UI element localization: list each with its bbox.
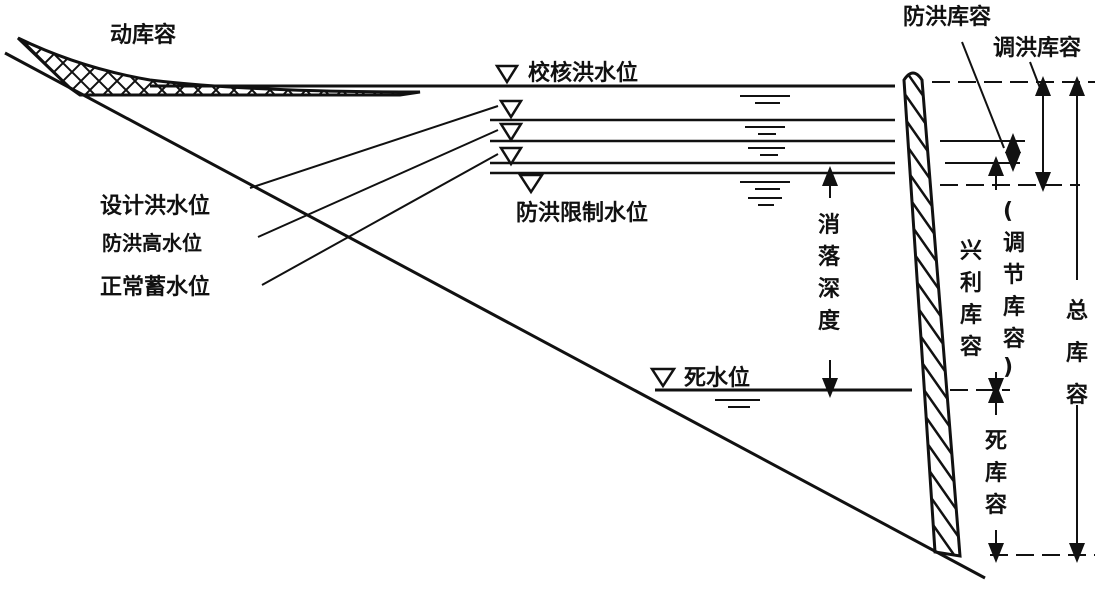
beneficial-storage-label: 兴 利 库 容 — [960, 239, 982, 360]
regulating-storage-label: ( 调 节 库 容 ) — [1003, 199, 1025, 380]
regulating-storage-char: 容 — [1003, 326, 1025, 352]
level-markers — [494, 64, 677, 389]
dam-body — [902, 71, 962, 558]
regulating-storage-char: ) — [1003, 355, 1013, 380]
dimension-arrows — [822, 76, 1085, 563]
drawdown-depth-char: 深 — [818, 277, 840, 302]
dead-storage-label: 死 库 容 — [985, 429, 1007, 518]
regulating-storage-char: 调 — [1003, 231, 1025, 256]
total-storage-char: 容 — [1066, 382, 1088, 408]
total-storage-char: 库 — [1066, 341, 1088, 366]
dead-storage-char: 死 — [985, 429, 1007, 454]
beneficial-storage-char: 库 — [960, 303, 982, 328]
regulating-storage-char: 节 — [1003, 263, 1025, 288]
drawdown-depth-char: 落 — [818, 245, 841, 270]
dead-storage-char: 容 — [985, 492, 1007, 518]
water-ripples — [715, 95, 790, 408]
flood-limit-level-label: 防洪限制水位 — [516, 200, 648, 226]
regulating-storage-char: ( — [1003, 199, 1013, 224]
drawdown-depth-label: 消 落 深 度 — [818, 213, 841, 334]
design-flood-level-label: 设计洪水位 — [100, 193, 210, 219]
total-storage-char: 总 — [1066, 298, 1088, 324]
drawdown-depth-char: 消 — [818, 213, 840, 238]
dynamic-storage-label: 动库容 — [110, 22, 176, 48]
dead-water-level-label: 死水位 — [684, 365, 750, 391]
leader-lines — [249, 41, 1041, 286]
dynamic-storage-wedge — [16, 36, 421, 97]
dead-storage-char: 库 — [985, 461, 1007, 486]
total-storage-label: 总 库 容 — [1066, 298, 1088, 408]
ground-slope-line — [4, 51, 986, 580]
flood-control-storage-label: 防洪库容 — [903, 4, 991, 30]
beneficial-storage-char: 容 — [960, 334, 982, 360]
regulating-storage-char: 库 — [1003, 295, 1025, 320]
check-flood-level-label: 校核洪水位 — [528, 60, 638, 86]
beneficial-storage-char: 兴 — [960, 239, 982, 264]
water-level-lines — [150, 84, 912, 392]
beneficial-storage-char: 利 — [960, 271, 982, 296]
flood-high-level-label: 防洪高水位 — [102, 231, 202, 255]
normal-storage-level-label: 正常蓄水位 — [100, 274, 210, 300]
drawdown-depth-char: 度 — [818, 308, 841, 334]
flood-regulation-storage-label: 调洪库容 — [993, 35, 1081, 61]
